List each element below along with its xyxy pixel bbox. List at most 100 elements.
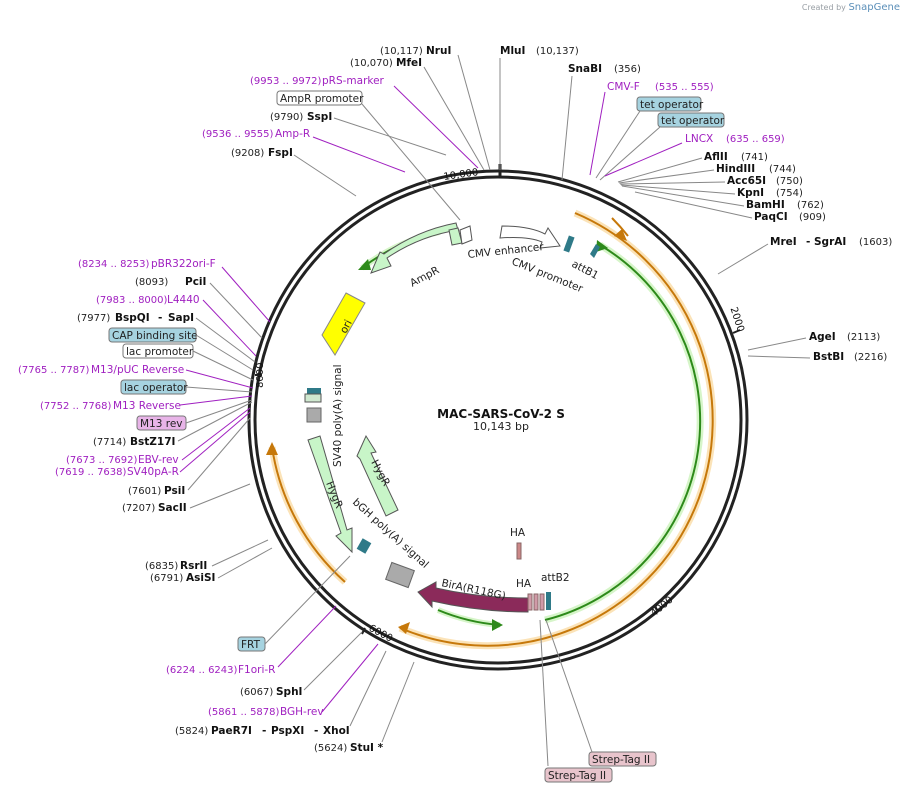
svg-text:Strep-Tag II: Strep-Tag II — [548, 770, 606, 782]
svg-text:(7977): (7977) — [77, 313, 110, 324]
svg-text:(535 .. 555): (535 .. 555) — [655, 82, 714, 93]
hygr-label-2: HygR — [323, 480, 345, 511]
svg-text:-: - — [262, 725, 266, 737]
backbone-inner — [253, 175, 743, 665]
svg-text:(741): (741) — [741, 152, 768, 163]
enzyme-bstbi: BstBI — [813, 351, 844, 363]
enzyme-stui: StuI * — [350, 742, 384, 754]
svg-text:(2216): (2216) — [854, 352, 887, 363]
svg-text:(1603): (1603) — [859, 237, 892, 248]
svg-text:(744): (744) — [769, 164, 796, 175]
tick-8000: 8000 — [255, 363, 266, 388]
ha-label-2: HA — [516, 578, 532, 590]
enzyme-sapi: SapI — [168, 312, 194, 324]
svg-text:-: - — [158, 312, 162, 324]
svg-text:(8234 .. 8253): (8234 .. 8253) — [78, 259, 150, 270]
primer-amp-r: Amp-R — [275, 128, 310, 140]
backbone-outer — [247, 169, 749, 671]
plasmid-name: MAC-SARS-CoV-2 S — [437, 407, 565, 421]
primer-f1ori-r: F1ori-R — [238, 664, 275, 676]
tick-10000: 10,000 — [443, 167, 479, 183]
enzyme-mfei: MfeI — [396, 57, 422, 69]
enzyme-pcii: PciI — [185, 276, 206, 288]
hygr-feature-2 — [307, 435, 353, 554]
primer-prs-marker: pRS-marker — [322, 75, 385, 87]
svg-text:(9536 .. 9555): (9536 .. 9555) — [202, 129, 274, 140]
ori-feature — [321, 292, 366, 356]
svg-text:lac promoter: lac promoter — [126, 346, 194, 358]
svg-text:AmpR promoter: AmpR promoter — [280, 93, 364, 105]
enzyme-paqci: PaqCI — [754, 211, 788, 223]
svg-text:tet operator: tet operator — [661, 115, 725, 127]
enzyme-xhoi: XhoI — [323, 725, 350, 737]
primer-lncx: LNCX — [685, 133, 713, 145]
svg-text:(635 .. 659): (635 .. 659) — [726, 134, 785, 145]
enzyme-hindiii: HindIII — [716, 163, 755, 175]
svg-text:(10,137): (10,137) — [536, 46, 579, 57]
attb1-feature — [563, 235, 575, 253]
svg-text:(7619 .. 7638): (7619 .. 7638) — [55, 467, 127, 478]
svg-text:Strep-Tag II: Strep-Tag II — [592, 754, 650, 766]
primer-ebv-rev: EBV-rev — [138, 454, 179, 466]
svg-text:-: - — [806, 236, 810, 248]
svg-text:(7983 .. 8000): (7983 .. 8000) — [96, 295, 168, 306]
svg-text:(6791): (6791) — [150, 573, 183, 584]
cmv-enhancer-feature — [499, 225, 561, 249]
svg-text:(7752 .. 7768): (7752 .. 7768) — [40, 401, 112, 412]
ampr-promoter-box — [276, 90, 363, 106]
svg-text:CAP binding site: CAP binding site — [112, 330, 198, 342]
svg-text:(762): (762) — [797, 200, 824, 211]
svg-text:(7673 .. 7692): (7673 .. 7692) — [66, 455, 138, 466]
primer-m13-reverse: M13 Reverse — [113, 400, 181, 412]
enzyme-mlui: MluI — [500, 45, 525, 57]
enzyme-rsrii: RsrII — [180, 560, 207, 572]
enzyme-kpni: KpnI — [737, 187, 764, 199]
enzyme-sspi: SspI — [307, 111, 332, 123]
hygr-feature-1 — [356, 434, 399, 517]
primer-cmv-f: CMV-F — [607, 81, 640, 93]
enzyme-pspxi: PspXI — [271, 725, 304, 737]
svg-text:FRT: FRT — [241, 639, 261, 651]
svg-text:(10,070): (10,070) — [350, 58, 393, 69]
primer-l4440: L4440 — [167, 294, 200, 306]
snapgene-credit: Created by SnapGene — [801, 2, 900, 13]
tick-6000: 6000 — [367, 623, 395, 645]
svg-text:(8093): (8093) — [135, 277, 168, 288]
enzyme-bspqi: BspQI — [115, 312, 150, 324]
tet-operator-box-1 — [636, 96, 702, 112]
enzyme-sphi: SphI — [276, 686, 302, 698]
svg-text:(5861 .. 5878): (5861 .. 5878) — [208, 707, 280, 718]
enzyme-agei: AgeI — [809, 331, 836, 343]
enzyme-sacii: SacII — [158, 502, 187, 514]
ori-label: ori — [338, 318, 355, 336]
enzyme-paer7i: PaeR7I — [211, 725, 252, 737]
svg-text:(6835): (6835) — [145, 561, 178, 572]
primer-sv40pa-r: SV40pA-R — [127, 466, 179, 478]
svg-text:(7207): (7207) — [122, 503, 155, 514]
attb1-label: attB1 — [570, 258, 601, 282]
svg-text:(9953 .. 9972): (9953 .. 9972) — [250, 76, 322, 87]
strep-tag-box-2 — [544, 767, 613, 783]
svg-text:(5624): (5624) — [314, 743, 347, 754]
enzyme-asisi: AsiSI — [186, 572, 215, 584]
svg-text:(754): (754) — [776, 188, 803, 199]
svg-text:(10,117): (10,117) — [380, 46, 423, 57]
sv40-polya-label: SV40 poly(A) signal — [332, 364, 344, 467]
primer-m13-puc-reverse: M13/pUC Reverse — [91, 364, 184, 376]
svg-text:(5824): (5824) — [175, 726, 208, 737]
attb2-label: attB2 — [541, 572, 570, 584]
snapgene-brand: SnapGene — [848, 2, 900, 13]
svg-text:(6067): (6067) — [240, 687, 273, 698]
enzyme-psii: PsiI — [164, 485, 185, 497]
svg-text:(9208): (9208) — [231, 148, 264, 159]
svg-text:(356): (356) — [614, 64, 641, 75]
svg-text:(2113): (2113) — [847, 332, 880, 343]
svg-text:(7765 .. 7787): (7765 .. 7787) — [18, 365, 90, 376]
svg-text:lac operator: lac operator — [124, 382, 188, 394]
enzyme-acc65i: Acc65I — [727, 175, 766, 187]
svg-text:(7714): (7714) — [93, 437, 126, 448]
ampr-label: AmpR — [408, 264, 441, 289]
enzyme-mrei: MreI — [770, 236, 797, 248]
tet-operator-box-2 — [657, 112, 725, 128]
